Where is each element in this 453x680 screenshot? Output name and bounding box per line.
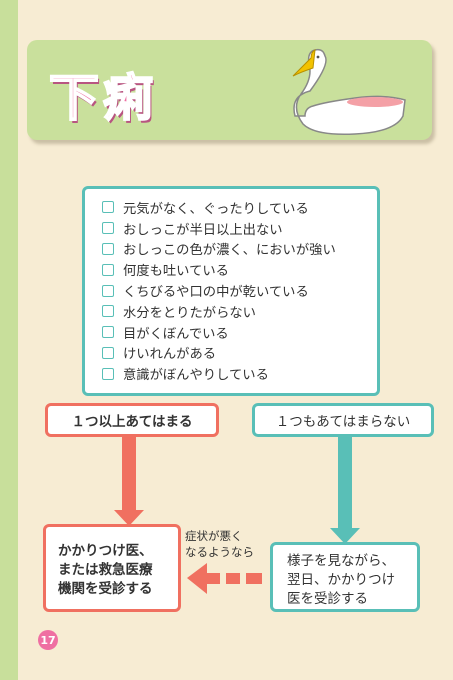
checklist-item[interactable]: おしっこが半日以上出ない [102,218,377,239]
symptom-checklist: 元気がなく、ぐったりしている おしっこが半日以上出ない おしっこの色が濃く、にお… [82,186,380,396]
checklist-item-label: けいれんがある [123,347,217,363]
checklist-item-label: 元気がなく、ぐったりしている [123,201,309,217]
page-number-badge: 17 [38,630,58,650]
checkbox-icon[interactable] [102,263,114,276]
checkbox-icon[interactable] [102,326,114,339]
down-arrow-head-teal-icon [330,528,360,544]
checklist-item-label: 何度も吐いている [123,264,229,280]
down-arrow-shaft-teal [338,437,352,529]
checklist-item[interactable]: 意識がぼんやりしている [102,363,377,384]
checklist-item[interactable]: くちびるや口の中が乾いている [102,280,377,301]
checkbox-icon[interactable] [102,222,114,235]
checkbox-icon[interactable] [102,305,114,318]
checklist-item-label: 目がくぼんでいる [123,326,229,342]
checklist-item[interactable]: おしっこの色が濃く、においが強い [102,239,377,260]
checklist-item[interactable]: 元気がなく、ぐったりしている [102,197,377,218]
checkbox-icon[interactable] [102,346,114,359]
left-arrow-head-icon [187,563,207,594]
title-banner: 下痢 [27,40,432,140]
checklist-item-label: 水分をとりたがらない [123,305,256,321]
checklist-item[interactable]: 水分をとりたがらない [102,301,377,322]
checkbox-icon[interactable] [102,201,114,214]
page-title: 下痢 [48,68,157,128]
down-arrow-head-red-icon [114,510,144,526]
branch-one-or-more: １つ以上あてはまる [45,403,219,437]
checklist-item[interactable]: 何度も吐いている [102,259,377,280]
result-watch: 様子を見ながら、 翌日、かかりつけ 医を受診する [270,542,420,612]
checklist-item-label: おしっこの色が濃く、においが強い [123,243,336,259]
checklist-item[interactable]: けいれんがある [102,343,377,364]
dash-arrow-segment [246,573,262,584]
escalation-note: 症状が悪く なるようなら [185,529,254,559]
down-arrow-shaft-red [122,437,136,511]
branch-none: １つもあてはまらない [252,403,434,437]
checklist-item-label: 意識がぼんやりしている [123,368,269,384]
result-see-doctor: かかりつけ医、 または救急医療 機関を受診する [43,524,181,612]
dash-arrow-segment [207,573,220,584]
checkbox-icon[interactable] [102,367,114,380]
duck-illustration-icon [292,48,406,136]
checkbox-icon[interactable] [102,284,114,297]
dash-arrow-segment [226,573,240,584]
side-strip [0,0,18,680]
checklist-item-label: おしっこが半日以上出ない [123,222,283,238]
checklist-item[interactable]: 目がくぼんでいる [102,322,377,343]
checkbox-icon[interactable] [102,242,114,255]
checklist-item-label: くちびるや口の中が乾いている [123,285,309,301]
